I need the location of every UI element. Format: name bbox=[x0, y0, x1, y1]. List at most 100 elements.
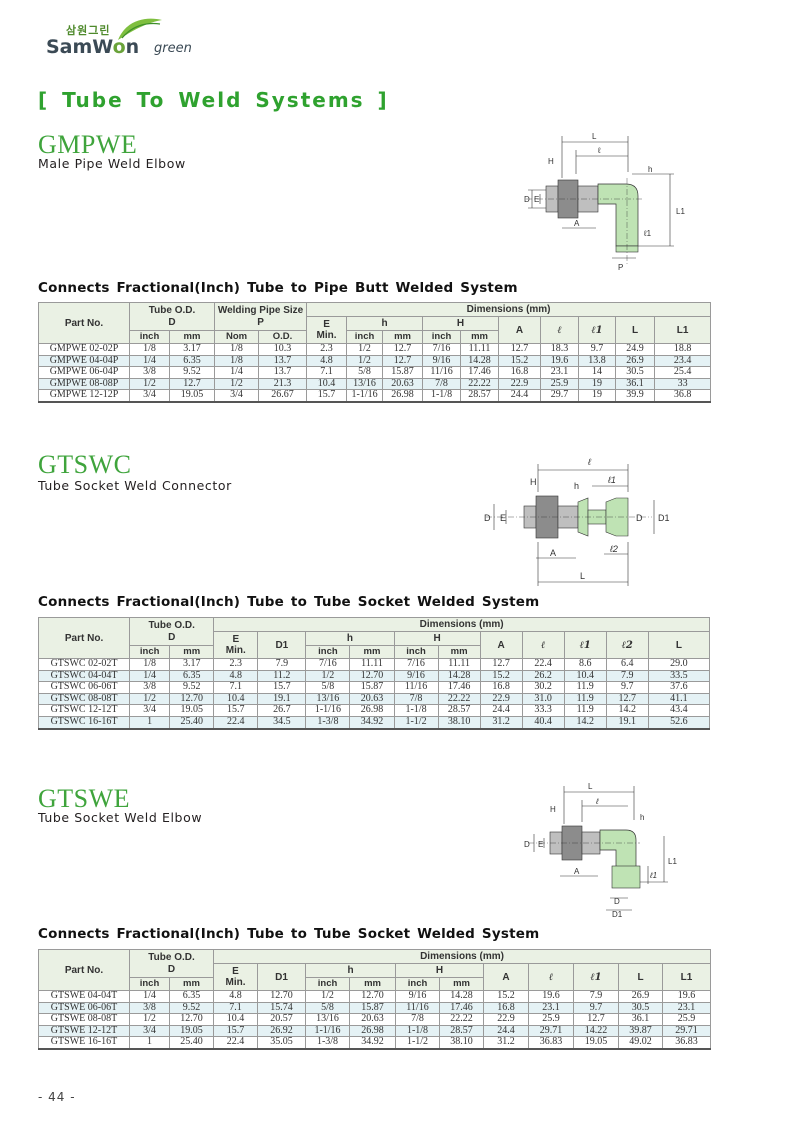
svg-text:L1: L1 bbox=[676, 207, 685, 216]
table-cell: 1-1/2 bbox=[395, 1036, 441, 1050]
table-cell: 17.46 bbox=[439, 1001, 485, 1015]
table-cell: 13.8 bbox=[578, 354, 617, 368]
table-cell: 34.92 bbox=[349, 715, 395, 730]
table-cell: 36.8 bbox=[654, 389, 712, 403]
table-cell: 6.35 bbox=[168, 354, 216, 368]
table-cell: 11.11 bbox=[460, 343, 500, 356]
table-cell: 15.2 bbox=[483, 990, 530, 1003]
table-cell: 12.7 bbox=[498, 343, 542, 356]
svg-text:D: D bbox=[484, 513, 491, 523]
table-cell: 9.52 bbox=[168, 1001, 215, 1015]
table-cell: 1/2 bbox=[346, 354, 384, 368]
table-cell: 9/16 bbox=[395, 990, 441, 1003]
table-cell: 4.8 bbox=[213, 669, 259, 683]
table-cell: 24.4 bbox=[479, 704, 523, 717]
table-cell: 1-3/8 bbox=[305, 715, 351, 730]
product-title-gmpwe: GMPWE bbox=[38, 130, 138, 159]
part-number-cell: GTSWE 04-04T bbox=[38, 990, 130, 1003]
table-cell: 12.70 bbox=[349, 990, 397, 1003]
table-cell: 29.7 bbox=[540, 389, 580, 403]
table-cell: 34.5 bbox=[257, 715, 307, 730]
table-cell: 10.4 bbox=[563, 669, 607, 683]
table-cell: 1/2 bbox=[129, 1013, 170, 1026]
table-cell: 7.9 bbox=[573, 990, 620, 1003]
table-cell: 7/16 bbox=[422, 343, 462, 356]
table-cell: 14.28 bbox=[439, 990, 485, 1003]
table-cell: 7.9 bbox=[257, 658, 307, 671]
table-cell: 5/8 bbox=[346, 366, 384, 379]
table-cell: 1-1/8 bbox=[395, 1024, 441, 1038]
table-cell: 14 bbox=[578, 366, 617, 379]
product-subtitle-gmpwe: Male Pipe Weld Elbow bbox=[38, 156, 186, 171]
table-cell: 15.7 bbox=[213, 704, 259, 717]
table-cell: 5/8 bbox=[305, 1001, 351, 1015]
table-cell: 7.1 bbox=[213, 681, 259, 694]
table-cell: 19.05 bbox=[168, 389, 216, 403]
logo-korean-text: 삼원그린 bbox=[66, 24, 111, 37]
table-cell: 1/8 bbox=[214, 354, 260, 368]
table-cell: 3/4 bbox=[129, 389, 170, 403]
svg-text:D: D bbox=[524, 195, 530, 204]
table-cell: 33.3 bbox=[521, 704, 565, 717]
product-subtitle-gtswe: Tube Socket Weld Elbow bbox=[38, 810, 203, 825]
svg-text:D: D bbox=[636, 513, 643, 523]
product-title-gtswc: GTSWC bbox=[38, 450, 132, 479]
col-part-no: Part No. bbox=[38, 302, 130, 344]
table-cell: 31.2 bbox=[479, 715, 523, 730]
table-cell: 12.7 bbox=[605, 692, 649, 706]
connects-heading-gtswc: Connects Fractional(Inch) Tube to Tube S… bbox=[38, 594, 540, 610]
svg-text:ℓ: ℓ bbox=[587, 457, 591, 467]
table-cell: 26.92 bbox=[257, 1024, 307, 1038]
part-number-cell: GTSWC 08-08T bbox=[37, 692, 131, 706]
table-cell: 19.1 bbox=[605, 715, 649, 730]
table-cell: 19.6 bbox=[662, 990, 712, 1003]
gmpwe-dimension-diagram: L ℓ H h D E A ℓ1 L1 P bbox=[524, 132, 685, 272]
table-cell: 20.63 bbox=[349, 692, 395, 706]
table-cell: 38.10 bbox=[437, 715, 481, 730]
svg-text:ℓ1: ℓ1 bbox=[607, 475, 616, 485]
table-cell: 1-1/8 bbox=[422, 389, 462, 403]
svg-text:h: h bbox=[574, 481, 579, 491]
table-cell: 23.1 bbox=[662, 1001, 712, 1015]
table-cell: 36.1 bbox=[618, 1013, 664, 1026]
table-cell: 7.1 bbox=[213, 1001, 259, 1015]
table-cell: 19.05 bbox=[168, 1024, 215, 1038]
table-cell: 1-3/8 bbox=[305, 1036, 351, 1050]
table-cell: 21.3 bbox=[258, 377, 308, 391]
table-cell: 22.9 bbox=[483, 1013, 530, 1026]
table-cell: 1/8 bbox=[129, 343, 170, 356]
table-cell: 6.35 bbox=[169, 669, 215, 683]
table-cell: 7/8 bbox=[393, 692, 439, 706]
table-cell: 1/2 bbox=[305, 990, 351, 1003]
svg-text:L: L bbox=[580, 571, 585, 581]
part-number-cell: GTSWE 08-08T bbox=[38, 1013, 130, 1026]
table-cell: 49.02 bbox=[618, 1036, 664, 1050]
table-cell: 35.05 bbox=[257, 1036, 307, 1050]
table-cell: 28.57 bbox=[439, 1024, 485, 1038]
table-cell: 1-1/2 bbox=[393, 715, 439, 730]
table-cell: 39.87 bbox=[618, 1024, 664, 1038]
table-cell: 14.2 bbox=[605, 704, 649, 717]
svg-text:D: D bbox=[524, 840, 530, 849]
connects-heading-gmpwe: Connects Fractional(Inch) Tube to Pipe B… bbox=[38, 280, 518, 296]
table-cell: 7/16 bbox=[305, 658, 351, 671]
product-subtitle-gtswc: Tube Socket Weld Connector bbox=[38, 478, 232, 493]
table-cell: 12.70 bbox=[168, 1013, 215, 1026]
table-cell: 9.52 bbox=[169, 681, 215, 694]
table-cell: 15.74 bbox=[257, 1001, 307, 1015]
table-cell: 22.4 bbox=[213, 715, 259, 730]
table-cell: 39.9 bbox=[615, 389, 656, 403]
logo-name: SamWon bbox=[46, 36, 140, 58]
table-cell: 6.4 bbox=[605, 658, 649, 671]
table-cell: 1/4 bbox=[129, 990, 170, 1003]
product-title-gtswe: GTSWE bbox=[38, 784, 131, 813]
svg-text:L: L bbox=[592, 132, 597, 141]
table-cell: 30.5 bbox=[615, 366, 656, 379]
table-cell: 38.10 bbox=[439, 1036, 485, 1050]
table-cell: 14.22 bbox=[573, 1024, 620, 1038]
